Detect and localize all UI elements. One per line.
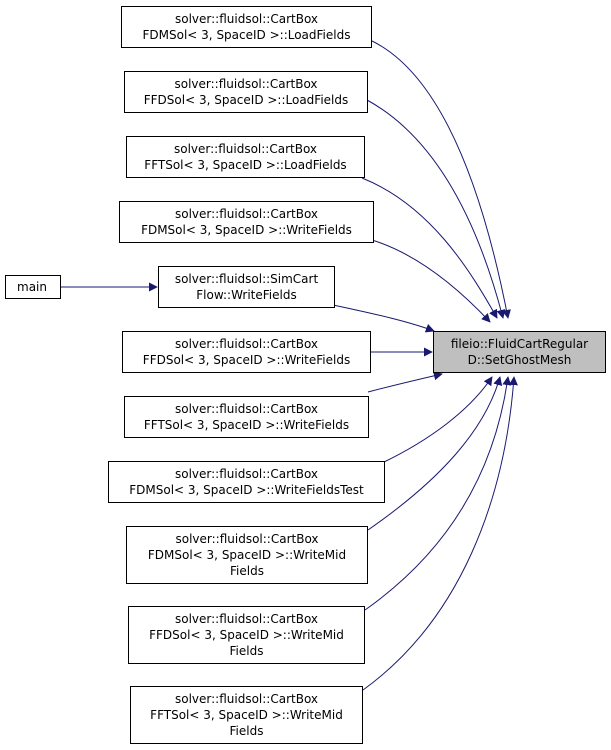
node-label-line: Fields (230, 564, 264, 578)
edge-fdm-load-to-target (369, 39, 511, 319)
node-label-line: Fields (229, 644, 264, 658)
node-label-line: solver::fluidsol::CartBox (174, 612, 319, 626)
edge-fdm-write-to-target (371, 239, 491, 323)
node-label-line: solver::fluidsol::CartBox (174, 12, 319, 26)
edge-ffd-mid-to-target (364, 376, 512, 611)
edge-simcart-to-target (332, 304, 435, 333)
node-label-line: FFTSol< 3, SpaceID >::LoadFields (144, 158, 347, 172)
node-label-line: FFDSol< 3, SpaceID >::WriteMid (149, 628, 344, 642)
node-label-line: fileio::FluidCartRegular (450, 337, 589, 351)
node-label-line: solver::fluidsol::CartBox (174, 692, 319, 706)
node-label-line: solver::fluidsol::SimCart (174, 272, 319, 286)
node-label-line: solver::fluidsol::CartBox (174, 467, 319, 481)
node-label-line: solver::fluidsol::CartBox (174, 207, 319, 221)
node-label-line: FDMSol< 3, SpaceID >::WriteFieldsTest (129, 483, 364, 497)
node-label-line: FFDSol< 3, SpaceID >::LoadFields (143, 93, 349, 107)
node-label-line: solver::fluidsol::CartBox (173, 142, 318, 156)
edge-fft-load-to-target (361, 177, 498, 319)
node-label-line: solver::fluidsol::CartBox (174, 77, 318, 91)
node-label-line: FFDSol< 3, SpaceID >::WriteFields (142, 353, 351, 367)
node-label-line: main (17, 280, 47, 294)
node-main[interactable]: main (5, 275, 61, 299)
node-label-line: FDMSol< 3, SpaceID >::WriteMid (147, 548, 347, 562)
node-label-line: Fields (229, 724, 264, 738)
node-label-line: FDMSol< 3, SpaceID >::WriteFields (141, 223, 352, 237)
node-label-line: FFTSol< 3, SpaceID >::WriteMid (150, 708, 343, 722)
edge-ffd-load-to-target (366, 99, 506, 319)
edge-fdm-mid-to-target (367, 376, 503, 531)
node-label-line: solver::fluidsol::CartBox (174, 402, 319, 416)
node-label-line: solver::fluidsol::CartBox (174, 337, 319, 351)
node-label-line: Flow::WriteFields (196, 288, 297, 302)
node-label-line: FDMSol< 3, SpaceID >::LoadFields (142, 28, 351, 42)
edge-fft-mid-to-target (362, 376, 518, 691)
node-label-line: D::SetGhostMesh (467, 353, 572, 367)
node-label-line: FFTSol< 3, SpaceID >::WriteFields (143, 418, 350, 432)
edge-fft-write-to-target (367, 371, 443, 393)
node-label-line: solver::fluidsol::CartBox (175, 532, 319, 546)
edge-fdm-test-to-target (381, 376, 493, 464)
